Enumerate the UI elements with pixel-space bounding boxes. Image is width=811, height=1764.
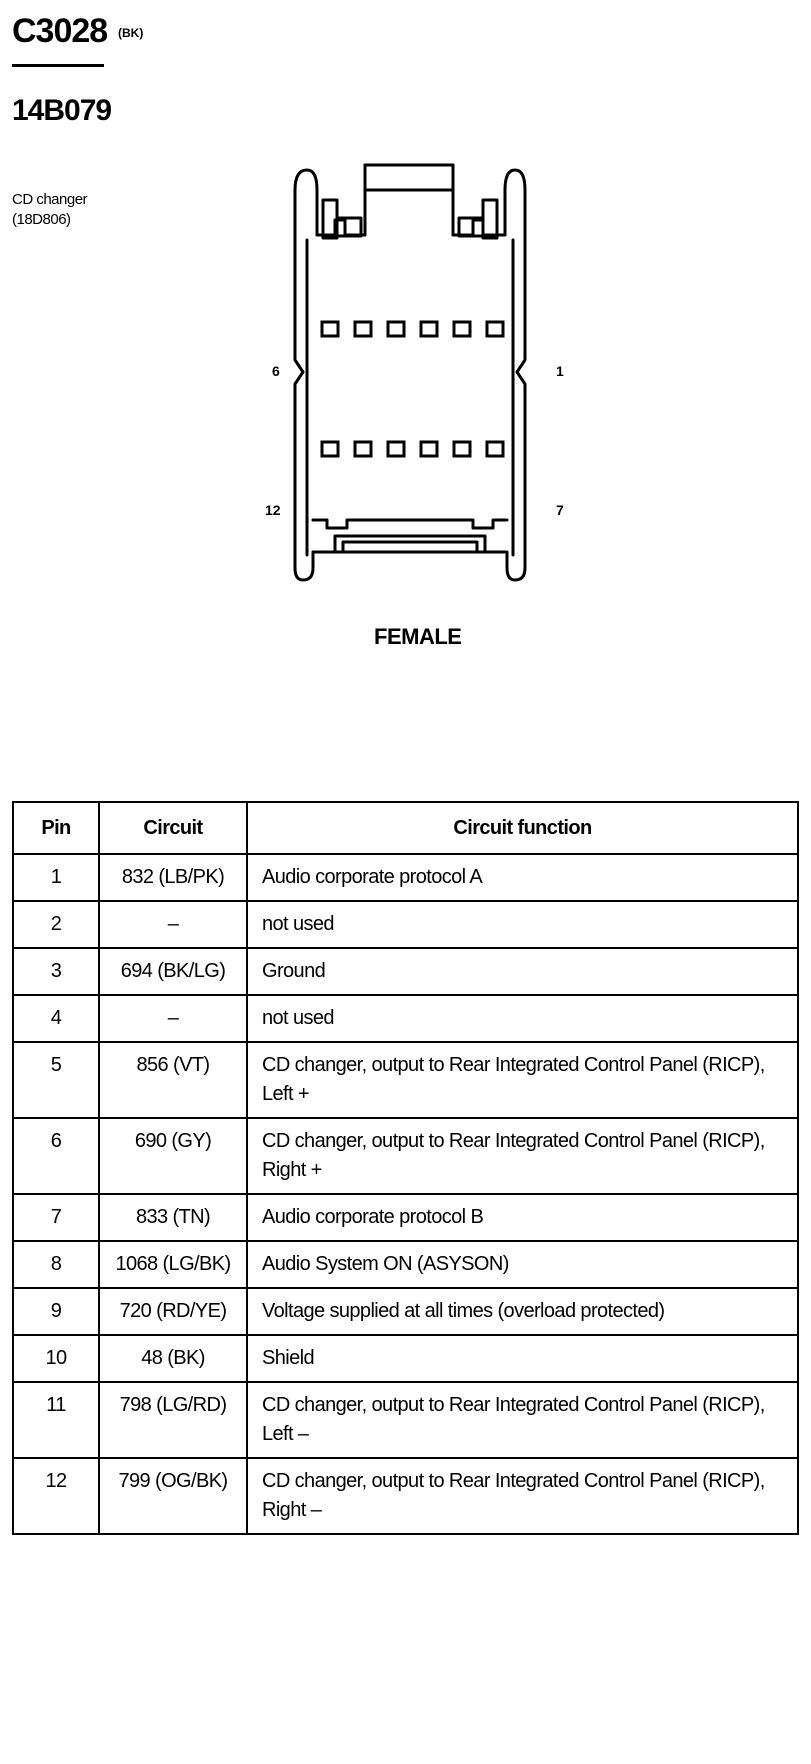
connector-id: C3028 bbox=[12, 12, 108, 50]
cell-circuit-function: Voltage supplied at all times (overload … bbox=[246, 1287, 799, 1336]
pin-label-bottom-left: 12 bbox=[265, 502, 281, 518]
connector-housing bbox=[293, 163, 527, 582]
cell-circuit: 720 (RD/YE) bbox=[98, 1287, 248, 1336]
cell-circuit: 48 (BK) bbox=[98, 1334, 248, 1383]
cavity-pin-2 bbox=[452, 320, 472, 338]
cell-circuit: 856 (VT) bbox=[98, 1041, 248, 1119]
cell-pin: 12 bbox=[12, 1457, 100, 1535]
table-row: 4–not used bbox=[12, 994, 799, 1043]
connector-face-diagram bbox=[293, 163, 527, 582]
cell-pin: 10 bbox=[12, 1334, 100, 1383]
cell-pin: 11 bbox=[12, 1381, 100, 1459]
cell-circuit-function: Ground bbox=[246, 947, 799, 996]
component-name-line-1: CD changer bbox=[12, 191, 88, 208]
cell-circuit: 690 (GY) bbox=[98, 1117, 248, 1195]
cavity-pin-12 bbox=[320, 440, 340, 458]
cell-pin: 6 bbox=[12, 1117, 100, 1195]
part-number: 14B079 bbox=[12, 94, 112, 127]
cell-pin: 4 bbox=[12, 994, 100, 1043]
cell-circuit-function: Audio System ON (ASYSON) bbox=[246, 1240, 799, 1289]
cell-circuit-function: Audio corporate protocol A bbox=[246, 853, 799, 902]
cavity-pin-4 bbox=[386, 320, 406, 338]
table-header-row: Pin Circuit Circuit function bbox=[12, 801, 799, 855]
cavity-pin-6 bbox=[320, 320, 340, 338]
cavity-row-top bbox=[320, 320, 505, 338]
cavity-pin-3 bbox=[419, 320, 439, 338]
cell-circuit-function: CD changer, output to Rear Integrated Co… bbox=[246, 1457, 799, 1535]
cavity-pin-8 bbox=[452, 440, 472, 458]
cell-circuit: 799 (OG/BK) bbox=[98, 1457, 248, 1535]
cell-circuit-function: not used bbox=[246, 900, 799, 949]
cavity-pin-10 bbox=[386, 440, 406, 458]
connector-bottom-tab-inner bbox=[341, 540, 479, 554]
cell-circuit: – bbox=[98, 900, 248, 949]
gender-label: FEMALE bbox=[374, 624, 462, 649]
cell-pin: 7 bbox=[12, 1193, 100, 1242]
cell-pin: 3 bbox=[12, 947, 100, 996]
key-block-left-inner bbox=[321, 198, 339, 240]
cell-circuit-function: not used bbox=[246, 994, 799, 1043]
cavity-row-bottom bbox=[320, 440, 505, 458]
cavity-pin-11 bbox=[353, 440, 373, 458]
component-name-line-2: (18D806) bbox=[12, 210, 71, 228]
pin-label-top-right: 1 bbox=[556, 363, 564, 379]
cell-circuit: 833 (TN) bbox=[98, 1193, 248, 1242]
pin-label-bottom-right: 7 bbox=[556, 502, 564, 518]
cell-circuit: – bbox=[98, 994, 248, 1043]
cell-circuit-function: CD changer, output to Rear Integrated Co… bbox=[246, 1117, 799, 1195]
cavity-pin-9 bbox=[419, 440, 439, 458]
column-header-circuit-function: Circuit function bbox=[246, 801, 799, 855]
cell-circuit-function: Audio corporate protocol B bbox=[246, 1193, 799, 1242]
cell-circuit: 1068 (LG/BK) bbox=[98, 1240, 248, 1289]
connector-color: (BK) bbox=[118, 26, 144, 40]
cavity-pin-7 bbox=[485, 440, 505, 458]
cell-pin: 8 bbox=[12, 1240, 100, 1289]
column-header-pin: Pin bbox=[12, 801, 100, 855]
cell-circuit: 832 (LB/PK) bbox=[98, 853, 248, 902]
pin-label-top-left: 6 bbox=[272, 363, 280, 379]
cell-circuit-function: CD changer, output to Rear Integrated Co… bbox=[246, 1041, 799, 1119]
cavity-pin-5 bbox=[353, 320, 373, 338]
cell-pin: 5 bbox=[12, 1041, 100, 1119]
connector-bottom-tab bbox=[333, 534, 487, 554]
table-row: 2–not used bbox=[12, 900, 799, 949]
connector-base-line bbox=[311, 518, 509, 530]
cell-circuit: 694 (BK/LG) bbox=[98, 947, 248, 996]
component-name: CD changer (18D806) bbox=[12, 190, 88, 229]
cell-pin: 2 bbox=[12, 900, 100, 949]
cell-circuit: 798 (LG/RD) bbox=[98, 1381, 248, 1459]
cell-circuit-function: CD changer, output to Rear Integrated Co… bbox=[246, 1381, 799, 1459]
cell-pin: 1 bbox=[12, 853, 100, 902]
column-header-circuit: Circuit bbox=[98, 801, 248, 855]
cell-pin: 9 bbox=[12, 1287, 100, 1336]
title-underline bbox=[12, 64, 104, 67]
key-block-right-outer bbox=[481, 198, 499, 240]
connector-latch bbox=[363, 163, 455, 192]
cell-circuit-function: Shield bbox=[246, 1334, 799, 1383]
cavity-pin-1 bbox=[485, 320, 505, 338]
